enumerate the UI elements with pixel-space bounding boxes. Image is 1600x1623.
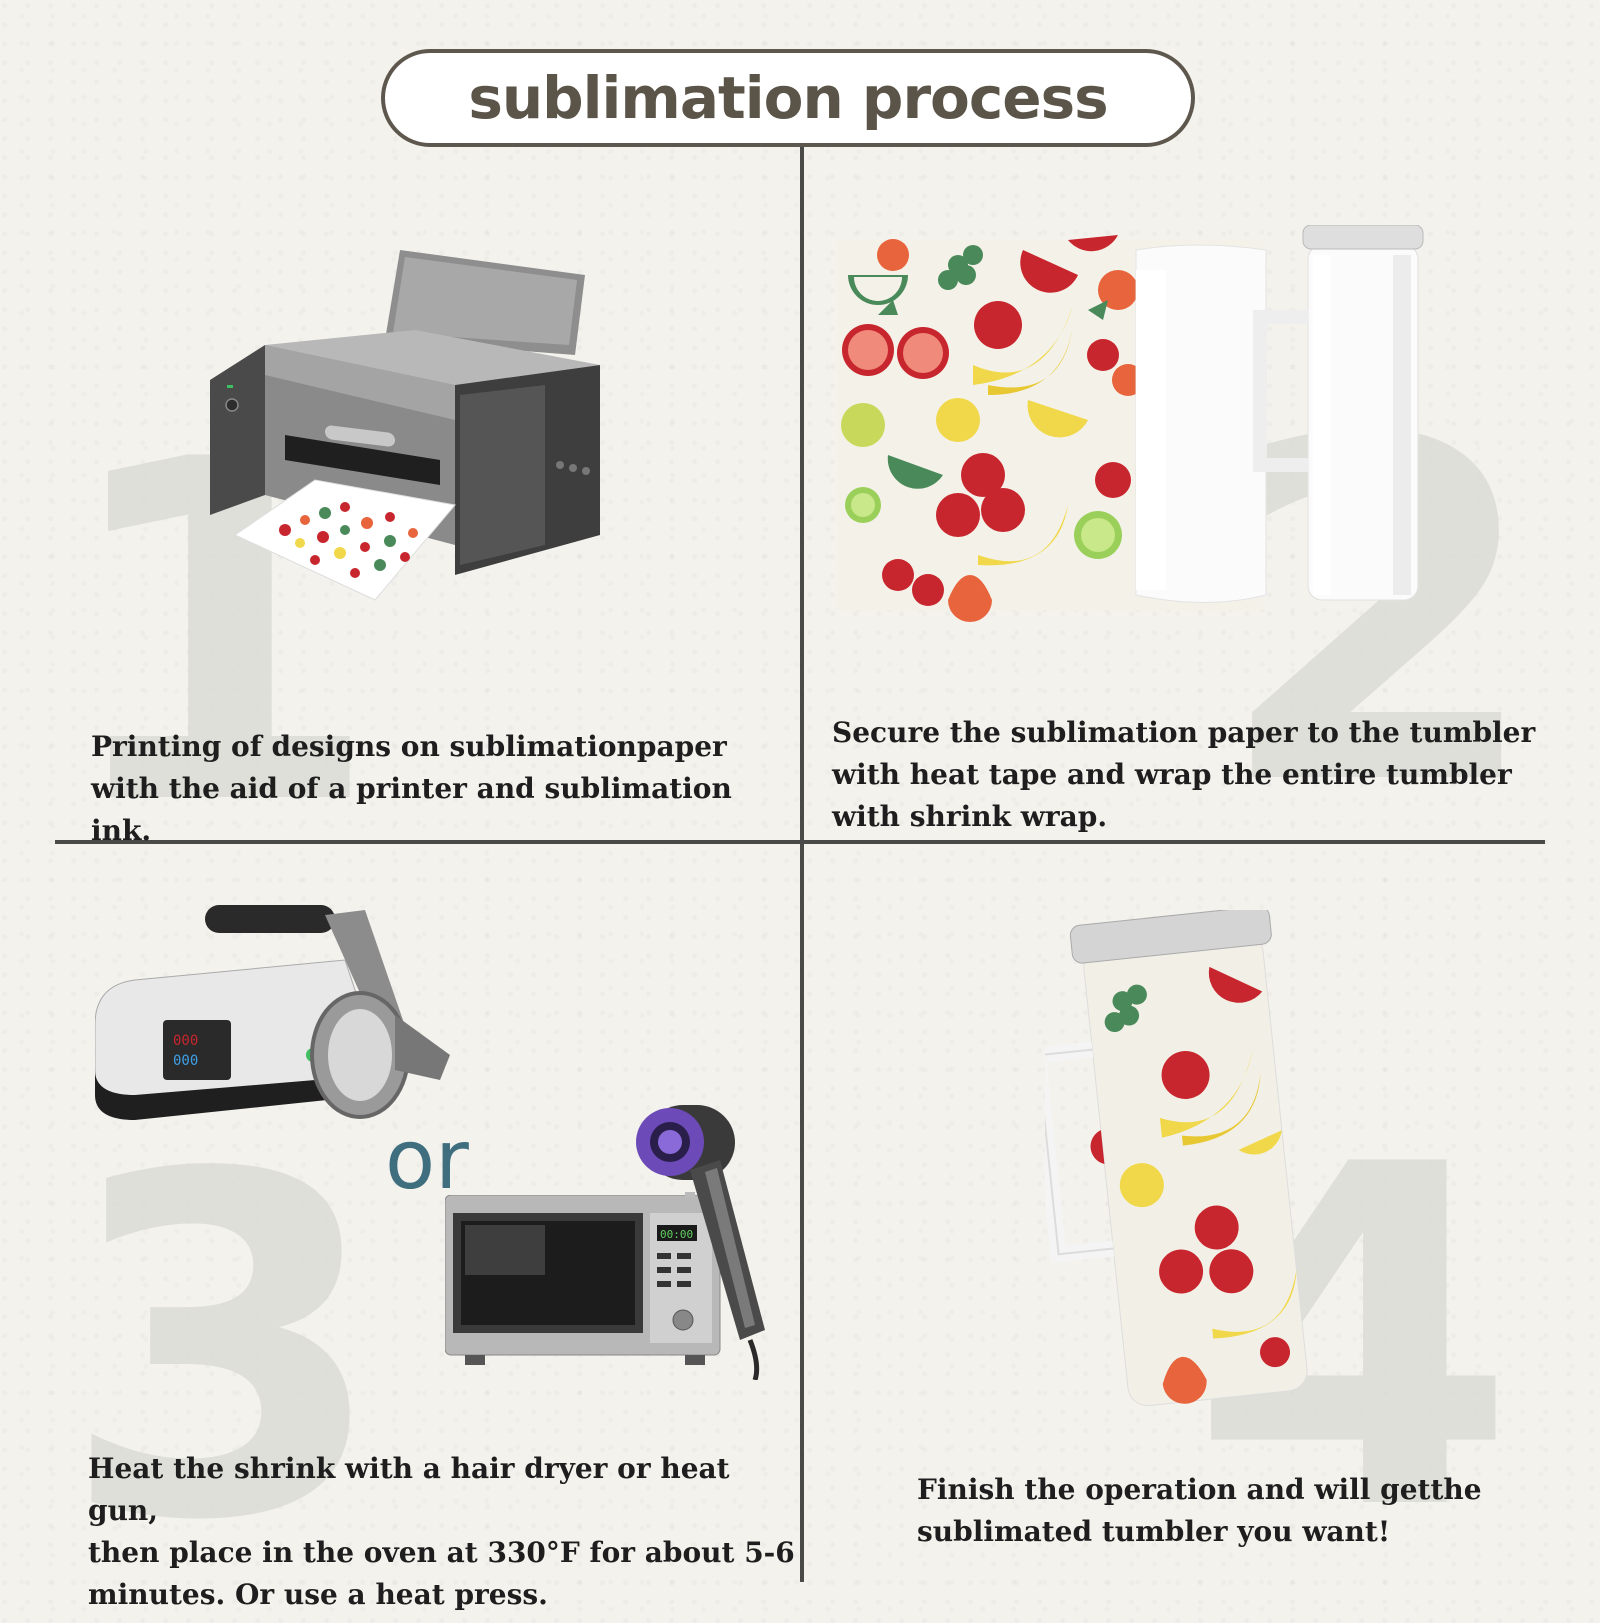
title-banner: sublimation process [381, 49, 1195, 147]
step-number-3: 3 [60, 1076, 388, 1623]
heat-press-icon: 000 000 [95, 905, 450, 1120]
finished-tumbler-icon [1045, 910, 1308, 1407]
step-3-caption: Heat the shrink with a hair dryer or hea… [88, 1448, 800, 1616]
step-1-caption: Printing of designs on sublimationpaper … [91, 726, 791, 852]
or-label: or [385, 1113, 469, 1208]
step-4-caption: Finish the operation and will getthe sub… [917, 1469, 1557, 1553]
step-2-caption: Secure the sublimation paper to the tumb… [832, 712, 1552, 838]
tumbler-wrap-icon [838, 225, 1424, 622]
step-3-caption-line: minutes. Or use a heat press. [88, 1578, 548, 1611]
page-title: sublimation process [468, 64, 1108, 132]
svg-text:000: 000 [173, 1053, 198, 1069]
svg-text:00:00: 00:00 [660, 1228, 693, 1241]
step-4-caption-line: sublimated tumbler you want! [917, 1515, 1391, 1548]
step-3-caption-line: Heat the shrink with a hair dryer or hea… [88, 1452, 730, 1527]
step-2-caption-line: with shrink wrap. [832, 800, 1108, 833]
step-2-caption-line: with heat tape and wrap the entire tumbl… [832, 758, 1512, 791]
hair-dryer-icon [636, 1105, 765, 1380]
svg-text:000: 000 [173, 1033, 198, 1049]
step-2-caption-line: Secure the sublimation paper to the tumb… [832, 716, 1536, 749]
step-1-caption-line: with the aid of a printer and sublimatio… [91, 772, 732, 847]
microwave-icon: 00:00 [445, 1195, 721, 1365]
step-3-caption-line: then place in the oven at 330°F for abou… [88, 1536, 795, 1569]
printer-icon [210, 250, 600, 601]
step-4-caption-line: Finish the operation and will getthe [917, 1473, 1482, 1506]
horizontal-divider [55, 840, 1545, 844]
step-1-caption-line: Printing of designs on sublimationpaper [91, 730, 727, 763]
vertical-divider [800, 147, 804, 1582]
